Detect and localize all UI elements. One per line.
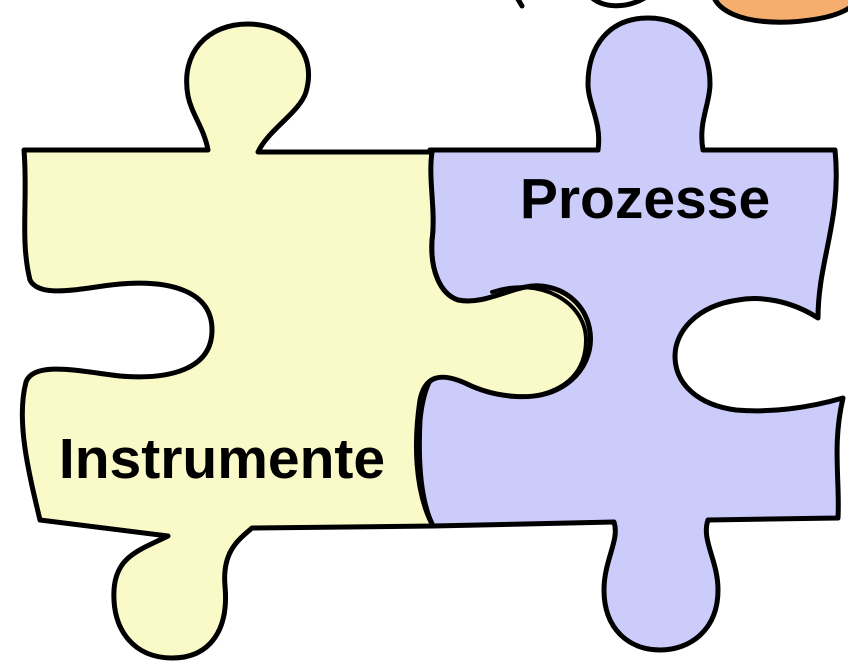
- instrumente-label: Instrumente: [59, 427, 385, 491]
- left-puzzle-piece: [19, 21, 593, 661]
- prozesse-label: Prozesse: [520, 167, 770, 231]
- corner-stroke-fragment: [590, 0, 646, 9]
- tab-seam-line: [490, 285, 589, 398]
- corner-shape: [712, 0, 848, 25]
- corner-stroke-fragment: [515, 0, 525, 9]
